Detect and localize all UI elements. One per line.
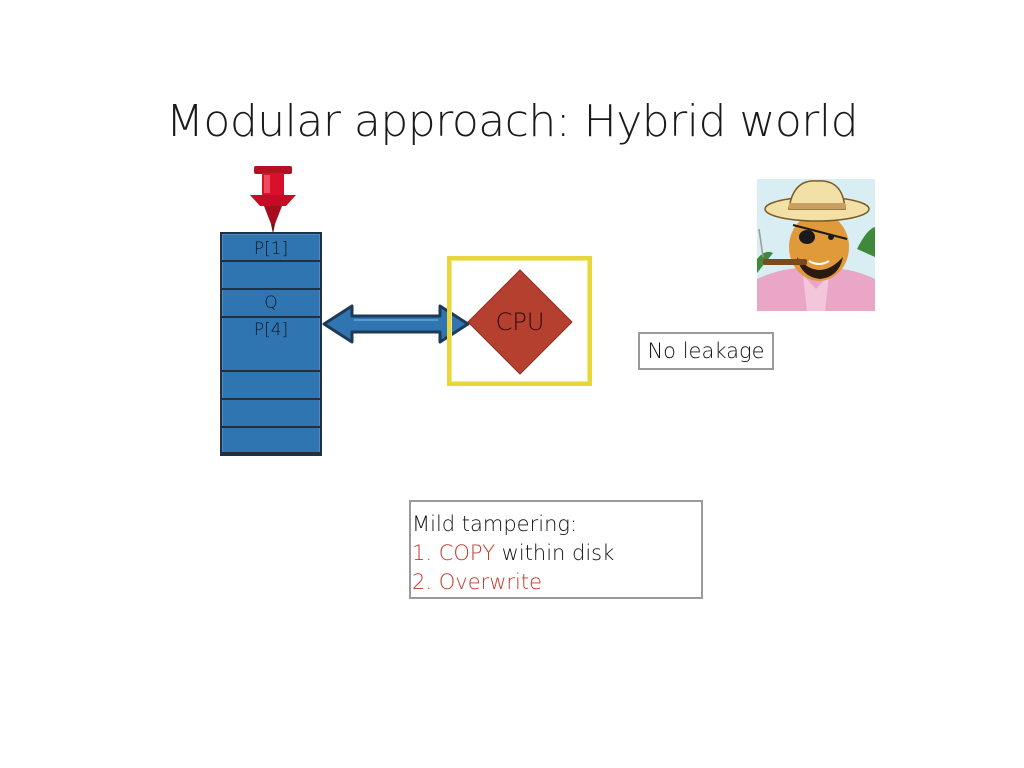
tampering-item-number: 1. xyxy=(412,541,433,565)
disk-row-label: P[4] xyxy=(253,320,289,340)
disk-row xyxy=(222,234,320,262)
cpu-diamond xyxy=(467,269,573,375)
tampering-item-number: 2. xyxy=(412,570,433,594)
tampering-heading: Mild tampering: xyxy=(412,512,578,536)
no-leakage-label: No leakage xyxy=(647,339,765,363)
villain-portrait xyxy=(757,179,875,311)
push-pin-icon xyxy=(250,166,296,234)
tampering-box: Mild tampering: 1. COPY within disk 2. O… xyxy=(409,500,703,599)
no-leakage-box: No leakage xyxy=(638,332,774,370)
disk-row xyxy=(222,262,320,290)
disk-row xyxy=(222,318,320,372)
cpu-label: CPU xyxy=(495,308,545,336)
double-arrow-icon xyxy=(322,304,470,344)
tampering-item-keyword: Overwrite xyxy=(438,570,543,594)
disk: P[1] Q P[4] xyxy=(220,232,322,456)
tampering-item-rest: within disk xyxy=(494,541,615,565)
disk-row xyxy=(222,290,320,318)
tampering-item: 2. Overwrite xyxy=(412,568,701,597)
tampering-item-keyword: COPY xyxy=(438,541,495,565)
disk-row xyxy=(222,428,320,454)
disk-row-label: Q xyxy=(264,293,278,313)
disk-row xyxy=(222,400,320,428)
cpu-enclave-frame xyxy=(447,256,592,386)
disk-row-label: P[1] xyxy=(253,239,289,259)
disk-row xyxy=(222,372,320,400)
tampering-item: 1. COPY within disk xyxy=(412,539,701,568)
slide-title: Modular approach: Hybrid world xyxy=(165,96,859,147)
